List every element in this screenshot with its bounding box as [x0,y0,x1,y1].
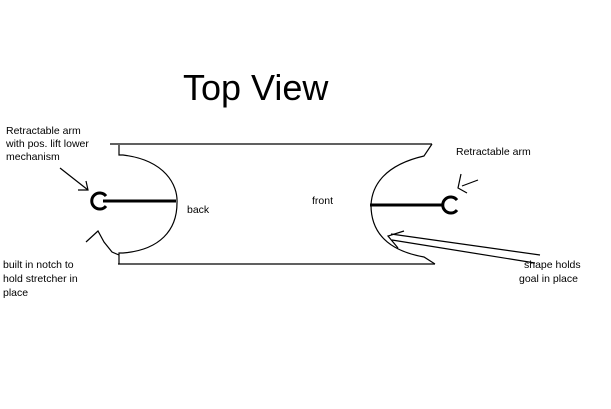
right-retractable-arm [370,195,459,215]
stretcher-outline [110,143,436,265]
shape-arrow-line-lower [391,239,536,264]
notch-label-line: place [3,287,28,299]
shape-label-line: goal in place [519,273,578,285]
left-arm-label-line: Retractable arm [6,125,81,137]
left-arm-arrow-head [78,180,89,191]
shape-arrow-line-upper [390,233,541,256]
notch-label-line: built in notch to [3,259,74,271]
left-arm-clamp [90,191,108,211]
shape-arrow-head [386,230,405,249]
diagram-title: Top View [183,67,329,108]
right-arm-arrow-shaft [461,179,479,187]
left-arm-label-line: mechanism [6,151,60,163]
stretcher-notch [85,230,120,256]
right-arm-label: Retractable arm [456,146,531,158]
right-arm-clamp [441,195,459,215]
left-retractable-arm [90,191,176,211]
left-arm-arrow-shaft [59,167,89,191]
right-arm-arrow-head [457,173,468,194]
shape-label-line: shape holds [524,259,581,271]
annotation-arrows [59,167,541,264]
notch-label: built in notch to hold stretcher in plac… [3,259,81,299]
left-arm-label-line: with pos. lift lower [5,138,89,150]
front-label: front [312,195,333,207]
back-label: back [187,204,210,216]
shape-label: shape holds goal in place [519,259,584,285]
back-curve [118,145,178,264]
notch-label-line: hold stretcher in [3,273,78,285]
left-arm-label: Retractable arm with pos. lift lower mec… [5,125,92,163]
